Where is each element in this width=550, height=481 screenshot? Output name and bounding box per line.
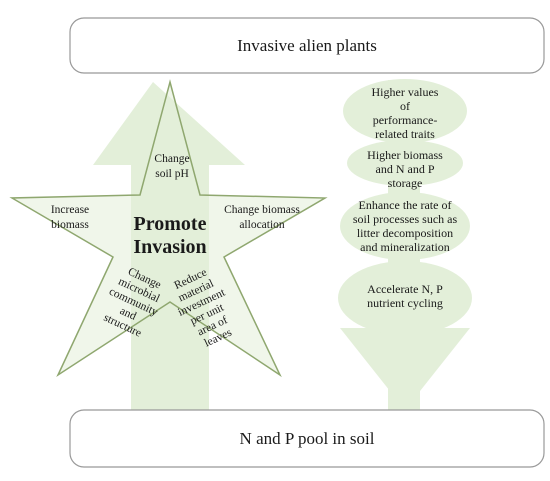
right-item-1-line-2: of bbox=[400, 99, 410, 113]
star-bottom-left-text: Change microbial community and structure bbox=[102, 266, 163, 340]
star-center-line-2: Invasion bbox=[133, 236, 206, 258]
top-box bbox=[69, 17, 545, 74]
star-shape bbox=[9, 79, 328, 378]
right-item-3-line-1: Enhance the rate of bbox=[359, 198, 452, 212]
bottom-box-label: N and P pool in soil bbox=[240, 429, 375, 448]
right-item-3-line-3: litter decomposition bbox=[357, 226, 453, 240]
bottom-box bbox=[69, 409, 545, 468]
right-item-1-line-4: related traits bbox=[375, 127, 435, 141]
right-item-2-line-1: Higher biomass bbox=[367, 148, 443, 162]
star-right-line-2: allocation bbox=[239, 219, 285, 231]
star-right-line-1: Change biomass bbox=[224, 204, 300, 216]
right-item-2-line-2: and N and P bbox=[376, 162, 435, 176]
right-item-3-line-2: soil processes such as bbox=[353, 212, 458, 226]
star-top-line-1: Change bbox=[154, 153, 189, 165]
right-item-4-line-2: nutrient cycling bbox=[367, 296, 443, 310]
star-center-line-1: Promote bbox=[134, 213, 207, 235]
top-box-label: Invasive alien plants bbox=[237, 36, 377, 55]
right-item-4-line-1: Accelerate N, P bbox=[367, 282, 443, 296]
right-item-3-line-4: and mineralization bbox=[360, 240, 450, 254]
star-left-line-1: Increase bbox=[51, 204, 89, 216]
right-item-1-line-3: performance- bbox=[373, 113, 438, 127]
star-bottom-right-text: Reduce material investment per unit area… bbox=[172, 266, 234, 349]
star-top-line-2: soil pH bbox=[155, 168, 189, 180]
down-arrow bbox=[338, 79, 472, 410]
star-left-line-2: biomass bbox=[51, 219, 89, 231]
right-item-1-line-1: Higher values bbox=[372, 85, 439, 99]
right-item-2-line-3: storage bbox=[388, 176, 423, 190]
